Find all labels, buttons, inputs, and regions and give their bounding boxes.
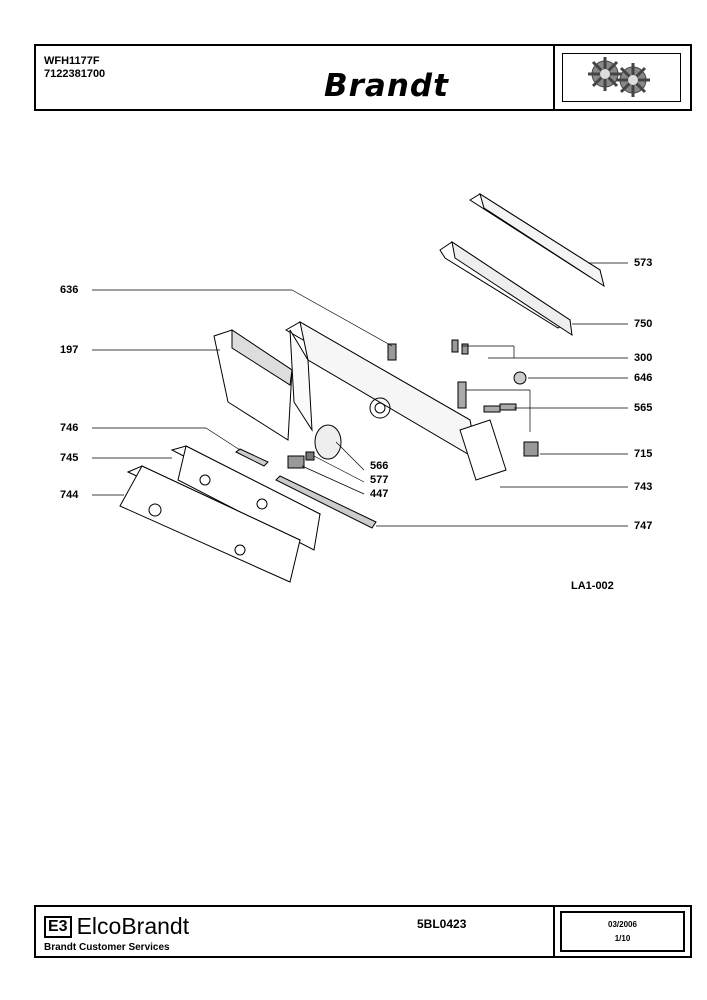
part-number: 7122381700	[44, 68, 106, 80]
services-label: Brandt Customer Services	[44, 942, 170, 953]
exploded-parts-diagram: 636 197 746 745 744 573 750 300 646 565 …	[0, 180, 707, 600]
ref-197: 197	[60, 344, 79, 356]
ref-750: 750	[634, 318, 653, 330]
ref-743: 743	[634, 481, 653, 493]
ref-565: 565	[634, 402, 653, 414]
date-box: 03/2006 1/10	[553, 907, 690, 956]
header-frame: WFH1177F 7122381700 Brandt	[34, 44, 692, 111]
ref-636: 636	[60, 284, 79, 296]
ref-744: 744	[60, 489, 79, 501]
ref-646: 646	[634, 372, 653, 384]
date-inner-box: 03/2006 1/10	[560, 911, 685, 952]
ref-747: 747	[634, 520, 653, 532]
drawing-code: LA1-002	[571, 580, 614, 592]
gears-icon	[588, 57, 650, 97]
brand-logo: Brandt	[324, 68, 449, 104]
ref-300: 300	[634, 352, 653, 364]
model-number: WFH1177F	[44, 55, 100, 67]
ref-447: 447	[370, 488, 389, 500]
model-info: WFH1177F 7122381700	[44, 55, 105, 81]
parts-drawing	[92, 192, 628, 583]
ref-746: 746	[60, 422, 79, 434]
gear-logo	[562, 53, 681, 102]
eb-mark-icon: E3	[44, 916, 72, 938]
ref-715: 715	[634, 448, 653, 460]
company-name: ElcoBrandt	[76, 913, 190, 939]
ref-745: 745	[60, 452, 79, 464]
ref-573: 573	[634, 257, 653, 269]
ref-566: 566	[370, 460, 389, 472]
document-reference: 5BL0423	[417, 917, 467, 931]
document-date: 03/2006	[608, 920, 637, 929]
ref-577: 577	[370, 474, 389, 486]
page-number: 1/10	[614, 934, 631, 943]
gear-logo-box	[553, 46, 690, 109]
